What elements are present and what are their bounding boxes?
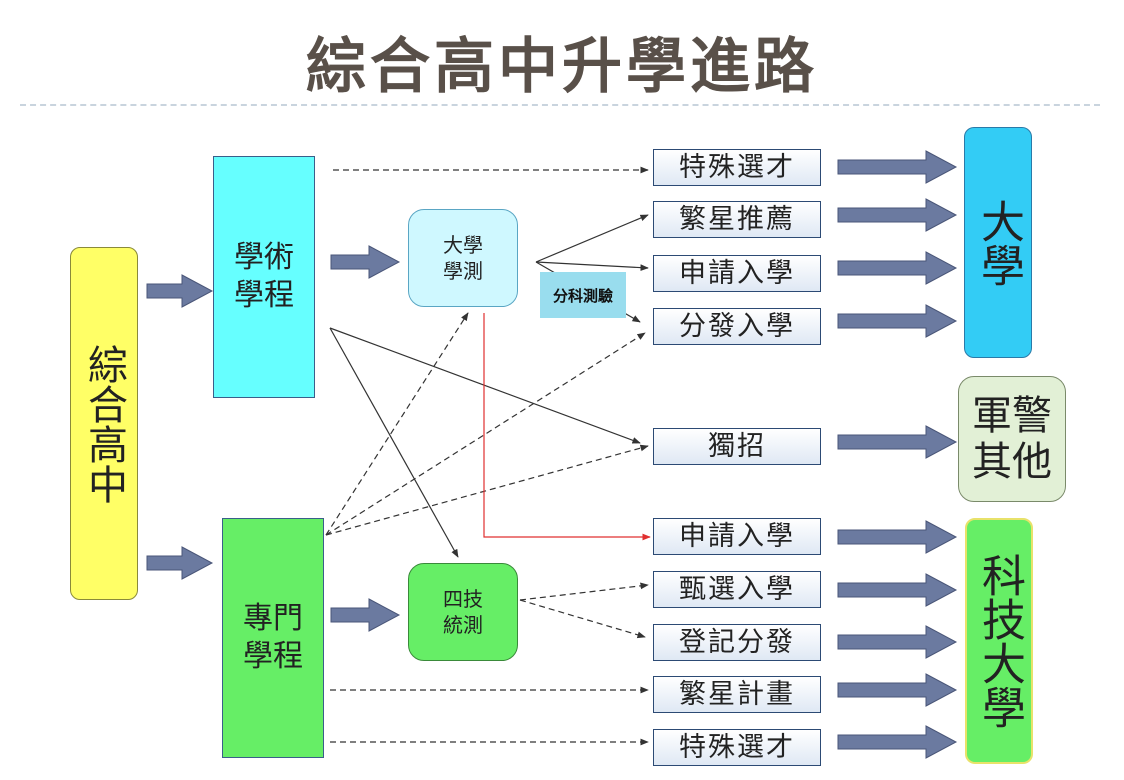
vocational-track-box: 專門 學程 xyxy=(222,518,324,758)
route-to-destination-arrow-1 xyxy=(837,198,958,232)
subject-exam-badge: 分科測驗 xyxy=(540,272,626,318)
comprehensive-high-school-label: 綜合高中 xyxy=(81,343,127,504)
route-special-selection-tech: 特殊選才 xyxy=(653,729,821,766)
gsat-exam-line-2: 學測 xyxy=(443,259,483,283)
route-to-destination-arrow-8 xyxy=(837,673,958,707)
military-police-other-destination: 軍警 其他 xyxy=(958,376,1066,502)
tech-university-destination: 科技大學 xyxy=(965,518,1033,764)
vocational-to-tvee-arrow xyxy=(330,598,401,632)
route-selection-admission: 甄選入學 xyxy=(653,571,821,608)
title-divider xyxy=(20,104,1100,106)
tvee-to-registration-line xyxy=(519,599,646,639)
academic-to-tvee-line xyxy=(329,327,459,558)
academic-track-line-2: 學程 xyxy=(234,278,294,313)
tech-university-label: 科技大學 xyxy=(974,553,1025,729)
route-to-destination-arrow-9 xyxy=(837,725,958,759)
vocational-track-line-2: 學程 xyxy=(243,639,303,674)
route-independent-recruitment: 獨招 xyxy=(653,428,821,465)
gsat-exam-box: 大學 學測 xyxy=(408,209,518,307)
academic-track-box: 學術 學程 xyxy=(213,156,315,398)
academic-track-line-1: 學術 xyxy=(234,240,294,275)
military-label-line-2: 其他 xyxy=(972,439,1052,485)
route-to-destination-arrow-5 xyxy=(837,520,958,554)
route-special-selection-uni: 特殊選才 xyxy=(653,149,821,186)
route-to-destination-arrow-0 xyxy=(837,150,958,184)
gsat-to-application-line xyxy=(535,261,649,271)
route-star-recommendation: 繁星推薦 xyxy=(653,201,821,238)
route-to-destination-arrow-3 xyxy=(837,304,958,338)
gsat-to-tech-application-line xyxy=(483,313,651,541)
route-application-tech: 申請入學 xyxy=(653,518,821,555)
route-distribution-admission: 分發入學 xyxy=(653,308,821,345)
route-registration-distribution: 登記分發 xyxy=(653,624,821,661)
gsat-to-star-line xyxy=(535,214,649,263)
vocational-to-independent-line xyxy=(325,444,649,536)
route-star-program: 繁星計畫 xyxy=(653,676,821,713)
vocational-to-gsat-line xyxy=(325,312,469,536)
gsat-exam-line-1: 大學 xyxy=(443,233,483,257)
route-application-uni: 申請入學 xyxy=(653,255,821,292)
vocational-track-line-1: 專門 xyxy=(243,601,303,636)
academic-to-gsat-arrow xyxy=(330,245,401,279)
military-label-line-1: 軍警 xyxy=(972,393,1052,439)
vocational-to-distribution-line xyxy=(325,332,646,536)
tvee-exam-line-1: 四技 xyxy=(443,587,483,611)
university-label: 大學 xyxy=(973,198,1024,287)
route-to-destination-arrow-7 xyxy=(837,625,958,659)
comprehensive-high-school-box: 綜合高中 xyxy=(70,247,138,600)
tvee-to-selection-line xyxy=(519,582,649,601)
academic-to-independent-line xyxy=(329,327,641,444)
page-title: 綜合高中升學進路 xyxy=(306,32,818,102)
route-to-destination-arrow-6 xyxy=(837,573,958,607)
university-destination: 大學 xyxy=(964,127,1032,358)
tvee-exam-line-2: 統測 xyxy=(443,613,483,637)
source-to-academic-arrow xyxy=(146,274,214,308)
tvee-exam-box: 四技 統測 xyxy=(408,563,518,661)
source-to-vocational-arrow xyxy=(146,546,214,580)
route-to-destination-arrow-4 xyxy=(837,425,958,459)
route-to-destination-arrow-2 xyxy=(837,251,958,285)
